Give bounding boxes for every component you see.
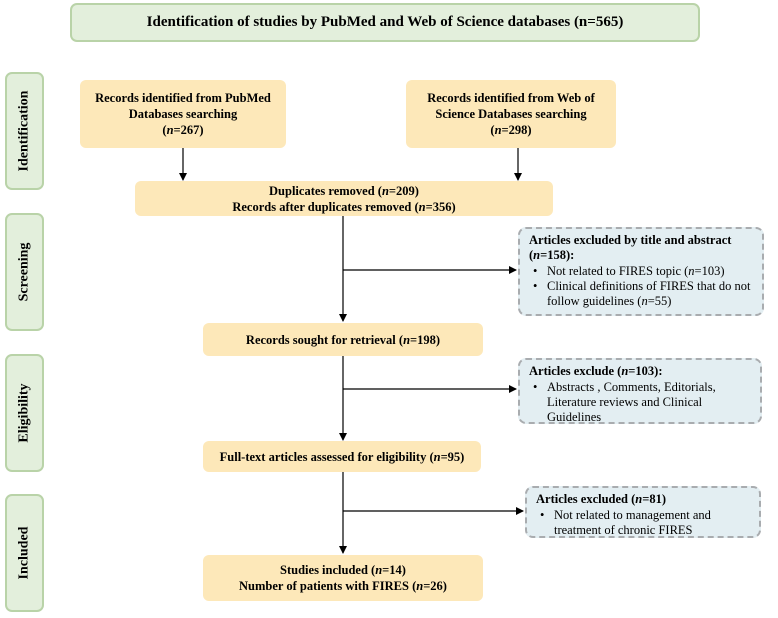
stage-screening: Screening — [5, 213, 44, 331]
sought-retrieval-box: Records sought for retrieval (n=198) — [203, 323, 483, 356]
exclusion-title: Articles excluded by title and abstract … — [529, 233, 732, 262]
duplicates-box: Duplicates removed (n=209) Records after… — [135, 181, 553, 216]
exclusion-reason: Not related to management and treatment … — [540, 508, 751, 538]
pubmed-count: (n=267) — [162, 123, 204, 137]
eligibility-exclusion-box: Articles exclude (n=103): Abstracts , Co… — [518, 358, 762, 424]
wos-count: (n=298) — [490, 123, 532, 137]
stage-included: Included — [5, 494, 44, 612]
exclusion-reason: Not related to FIRES topic (n=103) — [533, 264, 754, 279]
diagram-title: Identification of studies by PubMed and … — [70, 3, 700, 42]
studies-included-box: Studies included (n=14) Number of patien… — [203, 555, 483, 601]
pubmed-line2: Databases searching — [128, 107, 238, 121]
fulltext-eligibility-box: Full-text articles assessed for eligibil… — [203, 441, 481, 472]
exclusion-title: Articles exclude (n=103): — [529, 364, 663, 378]
studies-included-text: Studies included (n=14) — [280, 563, 406, 577]
stage-identification: Identification — [5, 72, 44, 190]
exclusion-reason: Clinical definitions of FIRES that do no… — [533, 279, 754, 309]
wos-line2: Science Databases searching — [435, 107, 587, 121]
wos-records-box: Records identified from Web of Science D… — [406, 80, 616, 148]
included-exclusion-box: Articles excluded (n=81) Not related to … — [525, 486, 761, 538]
pubmed-line1: Records identified from PubMed — [95, 91, 271, 105]
records-after-duplicates-text: Records after duplicates removed (n=356) — [232, 199, 456, 214]
title-abstract-exclusion-box: Articles excluded by title and abstract … — [518, 227, 764, 316]
wos-line1: Records identified from Web of — [427, 91, 595, 105]
duplicates-removed-text: Duplicates removed (n=209) — [269, 183, 419, 198]
exclusion-title: Articles excluded (n=81) — [536, 492, 667, 506]
sought-retrieval-text: Records sought for retrieval (n=198) — [245, 332, 441, 347]
stage-eligibility: Eligibility — [5, 354, 44, 472]
fulltext-eligibility-text: Full-text articles assessed for eligibil… — [219, 449, 465, 464]
pubmed-records-box: Records identified from PubMed Databases… — [80, 80, 286, 148]
exclusion-reason: Abstracts , Comments, Editorials, Litera… — [533, 380, 752, 425]
patients-with-fires-text: Number of patients with FIRES (n=26) — [239, 579, 447, 593]
